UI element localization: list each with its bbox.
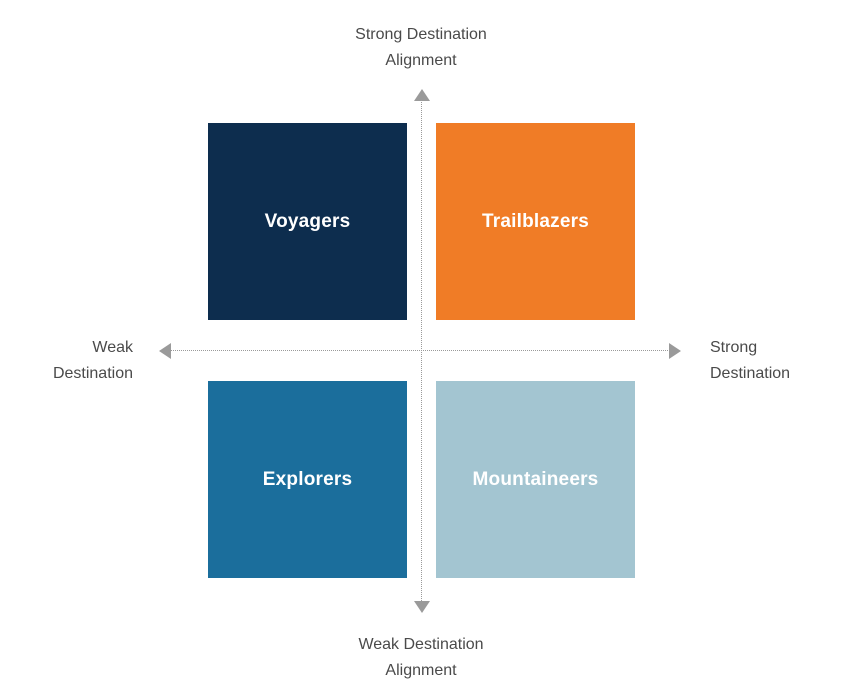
arrow-right-icon	[669, 343, 681, 359]
quadrant-explorers[interactable]: Explorers	[208, 381, 407, 578]
horizontal-axis-line	[170, 350, 672, 351]
axis-label-top: Strong Destination Alignment	[355, 26, 487, 69]
axis-label-right: Strong Destination	[710, 339, 791, 382]
quadrant-label: Mountaineers	[472, 468, 599, 490]
quadrant-label: Voyagers	[264, 210, 351, 232]
quadrant-label: Explorers	[262, 468, 353, 490]
axis-label-bottom: Weak Destination Alignment	[358, 636, 484, 679]
quadrant-voyagers[interactable]: Voyagers	[208, 123, 407, 320]
arrow-up-icon	[414, 89, 430, 101]
quadrant-trailblazers[interactable]: Trailblazers	[436, 123, 635, 320]
axis-label-left: Weak Destination	[52, 339, 133, 382]
arrow-left-icon	[159, 343, 171, 359]
arrow-down-icon	[414, 601, 430, 613]
vertical-axis-line	[421, 100, 422, 603]
quadrant-mountaineers[interactable]: Mountaineers	[436, 381, 635, 578]
quadrant-label: Trailblazers	[482, 210, 589, 232]
